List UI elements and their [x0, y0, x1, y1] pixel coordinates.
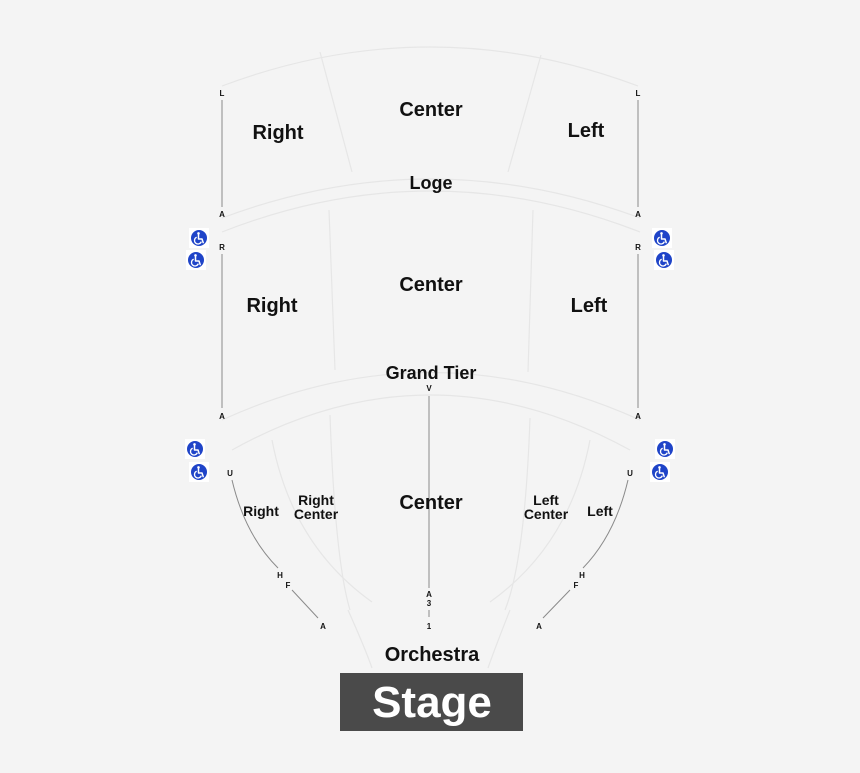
orchestra-center-row-v: V	[426, 384, 432, 393]
grand-tier-center-label: Center	[399, 274, 463, 296]
orchestra-left-label: Left	[587, 503, 613, 519]
loge-top-outline	[221, 46, 639, 87]
orchestra-left-row-line-upper	[582, 479, 629, 569]
loge-right-row-first: A	[219, 210, 225, 219]
orchestra-left-row-f: F	[574, 581, 579, 590]
section-outlines	[221, 46, 641, 669]
grand-tier-title: Grand Tier	[386, 363, 477, 383]
orchestra-right-center-label-line2: Center	[294, 506, 339, 522]
orchestra-left-row-line-lower	[542, 589, 571, 619]
wheelchair-icon[interactable]	[649, 461, 671, 483]
orchestra-divider-right	[271, 439, 373, 603]
stage-label: Stage	[372, 678, 492, 727]
loge-left-label: Left	[568, 120, 605, 142]
orchestra-left-center-label-line2: Center	[524, 506, 569, 522]
orchestra-top-outline	[231, 394, 631, 451]
orchestra-left-row-h: H	[579, 571, 585, 580]
orchestra-front-left	[487, 609, 511, 669]
grand-tier-right-row-last: R	[219, 243, 225, 252]
grand-tier-top-outline	[221, 190, 641, 233]
grand-tier-right-label: Right	[246, 295, 297, 317]
wheelchair-icon[interactable]	[651, 227, 673, 249]
loge-left-row-first: A	[635, 210, 641, 219]
wheelchair-icon[interactable]	[653, 249, 675, 271]
orchestra-center-row-3: 3	[427, 599, 432, 608]
orchestra-left-center-label-line1: Left	[533, 492, 559, 508]
grand-tier-left-label: Left	[571, 295, 608, 317]
orchestra-left-row-u: U	[627, 469, 633, 478]
wheelchair-icon[interactable]	[188, 227, 210, 249]
orchestra-center-row-a: A	[426, 590, 432, 599]
row-lines	[221, 100, 639, 619]
orchestra-right-row-f: F	[286, 581, 291, 590]
grand-tier-divider-left	[527, 209, 534, 373]
orchestra-right-row-h: H	[277, 571, 283, 580]
stage	[340, 673, 523, 731]
wheelchair-icon[interactable]	[188, 461, 210, 483]
orchestra-right-label: Right	[243, 503, 279, 519]
grand-tier-left-row-last: R	[635, 243, 641, 252]
grand-tier-divider-right	[328, 209, 336, 371]
orchestra-divider-left-center	[504, 417, 531, 611]
loge-right-label: Right	[252, 122, 303, 144]
orchestra-right-row-line-upper	[231, 479, 279, 569]
loge-bottom-outline	[221, 178, 641, 219]
grand-tier-right-row-first: A	[219, 412, 225, 421]
grand-tier-bottom-outline	[221, 371, 641, 421]
grand-tier-left-row-first: A	[635, 412, 641, 421]
orchestra-divider-left	[489, 439, 591, 603]
orchestra-center-row-1: 1	[427, 622, 432, 631]
loge-left-row-last: L	[636, 89, 641, 98]
orchestra-right-center-label-line1: Right	[298, 492, 334, 508]
orchestra-right-row-a: A	[320, 622, 326, 631]
loge-divider-left	[507, 54, 542, 173]
orchestra-front-right	[347, 609, 373, 669]
orchestra-right-row-line-lower	[291, 589, 319, 619]
loge-center-label: Center	[399, 99, 463, 121]
orchestra-right-row-u: U	[227, 469, 233, 478]
orchestra-divider-right-center	[329, 414, 351, 611]
loge-divider-right	[319, 51, 353, 173]
wheelchair-icon[interactable]	[184, 438, 206, 460]
loge-title: Loge	[410, 173, 453, 193]
orchestra-left-row-a: A	[536, 622, 542, 631]
loge-right-row-last: L	[220, 89, 225, 98]
wheelchair-icon[interactable]	[185, 249, 207, 271]
orchestra-center-label: Center	[399, 492, 463, 514]
orchestra-title: Orchestra	[385, 644, 480, 666]
wheelchair-icon[interactable]	[654, 438, 676, 460]
